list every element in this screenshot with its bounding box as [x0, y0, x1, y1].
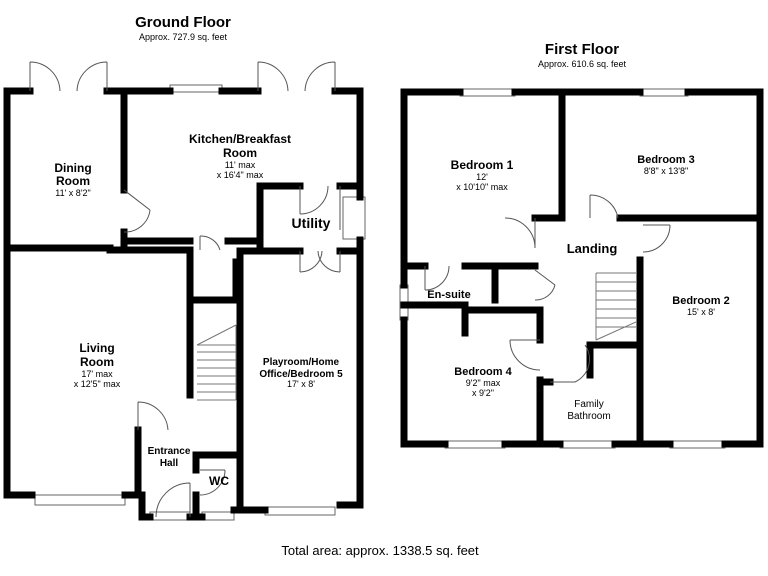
- kitchen-dims-line2: x 16'4" max: [217, 170, 264, 180]
- bedroom-4-dims-line2: x 9'2": [472, 388, 494, 398]
- ensuite-name: En-suite: [427, 289, 470, 301]
- bedroom-1-name: Bedroom 1: [451, 158, 514, 172]
- playroom-name-line2: Office/Bedroom 5: [259, 369, 343, 380]
- ground-floor-staircase: [196, 324, 237, 401]
- utility-name: Utility: [292, 215, 331, 231]
- kitchen-dims: 11' max: [225, 160, 256, 170]
- entrance-hall-name: Entrance: [148, 446, 191, 457]
- dining-room-name-line2: Room: [56, 174, 90, 188]
- bedroom-2-name: Bedroom 2: [672, 295, 729, 307]
- ground-floor-windows: [34, 84, 366, 521]
- ground-floor-title: Ground Floor: [135, 14, 231, 31]
- first-floor-title: First Floor: [545, 41, 619, 58]
- ground-floor-plan: [3, 61, 366, 521]
- family-bathroom-name: Family: [574, 399, 603, 410]
- living-room-dims-line2: x 12'5" max: [74, 379, 121, 389]
- total-area: Total area: approx. 1338.5 sq. feet: [281, 543, 479, 558]
- first-floor-doors: [424, 194, 671, 383]
- bedroom-1-dims: 12': [476, 172, 488, 182]
- ground-floor-walls: [3, 87, 364, 521]
- bedroom-4-dims: 9'2" max: [466, 378, 501, 388]
- bedroom-2-dims: 15' x 8': [687, 307, 715, 317]
- living-room-dims: 17' max: [81, 369, 113, 379]
- dining-room-dims: 11' x 8'2": [55, 188, 91, 198]
- bedroom-4-name: Bedroom 4: [454, 366, 512, 378]
- living-room-name: Living: [79, 341, 114, 355]
- entrance-hall-name-line2: Hall: [160, 458, 179, 469]
- kitchen-name-line2: Room: [223, 146, 257, 160]
- first-floor-walls: [400, 88, 764, 448]
- kitchen-name: Kitchen/Breakfast: [189, 132, 291, 146]
- ground-floor-area: Approx. 727.9 sq. feet: [139, 32, 228, 42]
- landing-name: Landing: [567, 241, 618, 256]
- bedroom-3-name: Bedroom 3: [637, 154, 694, 166]
- ground-floor-doors: [29, 61, 341, 518]
- playroom-name: Playroom/Home: [263, 357, 340, 368]
- living-room-name-line2: Room: [80, 355, 114, 369]
- playroom-dims: 17' x 8': [287, 379, 315, 389]
- first-floor-staircase: [595, 272, 637, 341]
- first-floor-area: Approx. 610.6 sq. feet: [538, 59, 627, 69]
- bedroom-1-dims-line2: x 10'10" max: [456, 182, 508, 192]
- bedroom-3-dims: 8'8" x 13'8": [644, 166, 688, 176]
- first-floor-plan: [399, 88, 764, 449]
- dining-room-name: Dining: [54, 161, 91, 175]
- family-bathroom-name-line2: Bathroom: [567, 411, 610, 422]
- wc-name: WC: [209, 474, 229, 488]
